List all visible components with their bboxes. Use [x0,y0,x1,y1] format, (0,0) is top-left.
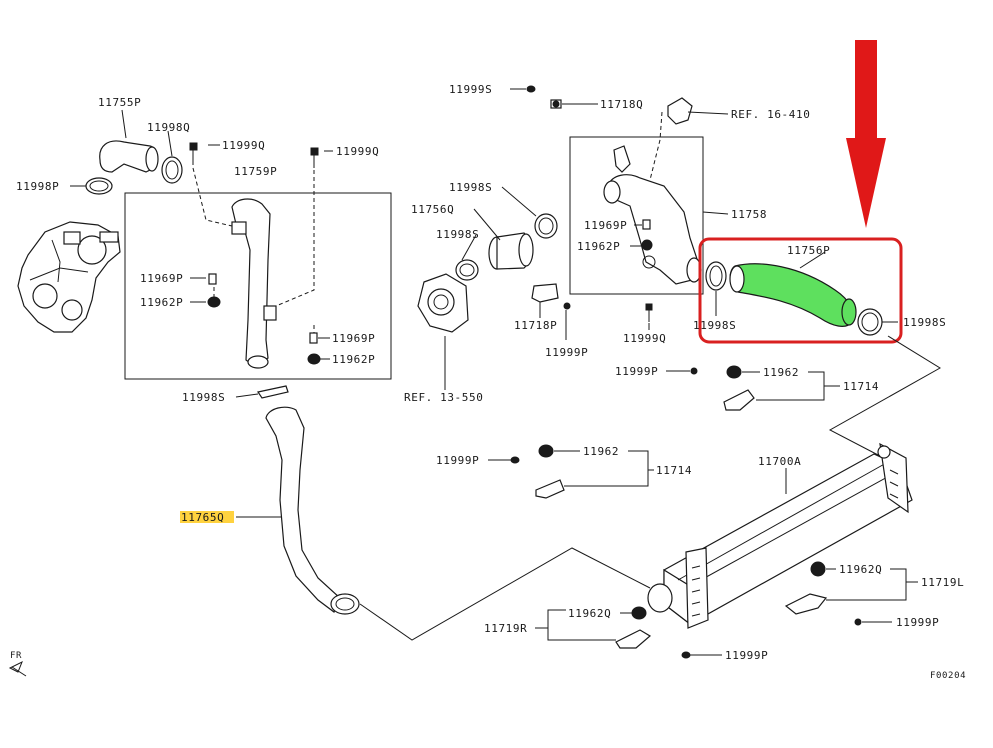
part-11962P-left [207,296,221,308]
bolt-11999P-r2 [854,618,862,626]
label-11969P-right: 11969P [332,332,375,345]
bolt-11999Q-left [189,142,198,151]
label-11719L: 11719L [921,576,964,589]
leader-lines [70,88,918,656]
label-11999Q-top2: 11999Q [336,145,379,158]
label-11999P-c: 11999P [436,454,479,467]
throttle-body-ref-13-550 [417,273,469,333]
label-11759P: 11759P [234,165,277,178]
label-11998P: 11998P [16,180,59,193]
label-11962P-left: 11962P [140,296,183,309]
label-11765Q: 11765Q [181,511,224,524]
label-11999Q-top: 11999Q [222,139,265,152]
label-11962P-right: 11962P [332,353,375,366]
group-box-11758 [569,136,704,295]
label-11756P: 11756P [787,244,830,257]
clamp-11998S-lower [257,385,289,399]
label-11714-r1: 11714 [843,380,879,393]
label-11962P-box: 11962P [577,240,620,253]
label-ref-16-410: REF. 16-410 [731,108,810,121]
group-box-11759P [124,192,392,380]
bolt-11999Q-right [310,147,319,156]
label-11999P-mid: 11999P [545,346,588,359]
part-11962P-box [641,239,653,251]
clamp-11998S-mid1 [534,213,558,239]
bolt-11999P-r1 [690,367,698,375]
label-11718Q: 11718Q [600,98,643,111]
label-11756Q: 11756Q [411,203,454,216]
clamp-11998Q [161,156,183,184]
bolt-11999P-b [681,651,691,659]
flow-line-right [828,335,941,457]
label-11962Q-r: 11962Q [839,563,882,576]
front-direction-icon [8,660,27,677]
red-arrow-icon [846,40,886,228]
hose-11756P [729,263,857,327]
label-11998S-lower: 11998S [182,391,225,404]
turbocharger-drawing [17,221,121,333]
label-11718P: 11718P [514,319,557,332]
part-11962-r1 [726,365,742,379]
pipe-11765Q [265,406,360,615]
label-11998S-mid2: 11998S [436,228,479,241]
label-11998S-mid1: 11998S [449,181,492,194]
label-fr: FR [10,651,22,661]
bolt-11999P-c [510,456,520,464]
bracket-11719L [784,593,828,615]
pipe-11758 [603,145,702,285]
label-11999P-r1: 11999P [615,365,658,378]
label-11999P-b: 11999P [725,649,768,662]
label-code: F00204 [930,671,966,681]
label-11999Q-mid: 11999Q [623,332,666,345]
bolt-11999P-mid [563,302,571,310]
label-11999P-r2: 11999P [896,616,939,629]
part-11969P-right [309,332,318,344]
bolt-11999Q-mid [645,303,653,311]
label-highlight-11765Q [180,511,234,523]
label-11998S-hl-left: 11998S [693,319,736,332]
label-11962-c: 11962 [583,445,619,458]
part-11969P-left [208,273,217,285]
part-11962-c [538,444,554,458]
label-11969P-left: 11969P [140,272,183,285]
bracket-11714-c [535,479,565,499]
pipe-11759P [231,198,277,369]
label-11969P-box: 11969P [584,219,627,232]
clamp-11998S-mid2 [455,259,479,281]
label-11962-r1: 11962 [763,366,799,379]
label-11999S-top: 11999S [449,83,492,96]
label-11755P: 11755P [98,96,141,109]
label-11700A: 11700A [758,455,801,468]
part-11969P-box [642,219,651,230]
clamp-11998S-hl-left [705,261,727,291]
label-11962Q-b: 11962Q [568,607,611,620]
part-11962Q-b [631,606,647,620]
intercooler-11700A [647,442,913,629]
label-11998S-hl-right: 11998S [903,316,946,329]
label-11998Q-top: 11998Q [147,121,190,134]
label-ref-13-550: REF. 13-550 [404,391,483,404]
highlight-box-11756P [698,237,903,344]
flow-line-bottom [359,547,651,641]
label-11719R: 11719R [484,622,527,635]
hose-11756Q [488,232,534,270]
part-11962Q-r [810,561,826,577]
hose-11755P [99,140,159,173]
sensor-ref-16-410 [667,97,693,125]
part-11718Q [550,99,562,109]
label-11758: 11758 [731,208,767,221]
label-11714-c: 11714 [656,464,692,477]
bracket-11718P [531,283,559,303]
bracket-11714-r1 [723,389,755,411]
bolt-11999S-top [526,85,536,93]
bracket-11719R [615,629,652,649]
